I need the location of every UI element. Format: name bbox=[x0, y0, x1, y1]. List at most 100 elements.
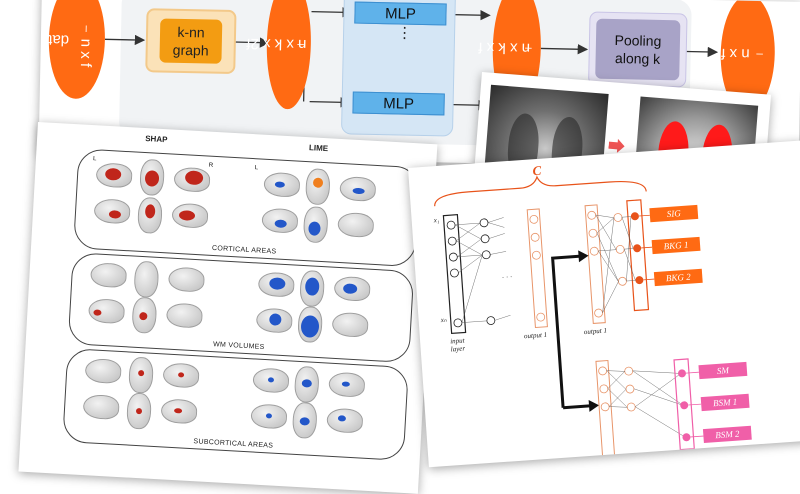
lime-header: LIME bbox=[308, 143, 329, 154]
subcortical-areas-label: SUBCORTICAL AREAS bbox=[193, 438, 274, 450]
brain-view bbox=[333, 275, 371, 302]
output1-label-b: output 1 bbox=[583, 326, 608, 337]
brain-view bbox=[136, 196, 163, 235]
activation-region bbox=[274, 219, 287, 229]
brain-view bbox=[95, 162, 133, 189]
input-bottom-label: xₙ bbox=[440, 315, 447, 325]
brain-view bbox=[331, 311, 369, 338]
brain-view bbox=[165, 302, 204, 329]
brain-view bbox=[326, 407, 364, 434]
output-node-label: n x f bbox=[720, 44, 750, 63]
input-layer-line-2: layer bbox=[450, 344, 466, 354]
brain-view bbox=[162, 362, 200, 389]
cortical-section: L R L CORTICAL AREAS bbox=[73, 148, 421, 268]
brain-view bbox=[82, 393, 120, 420]
activation-region bbox=[267, 377, 275, 383]
activation-region bbox=[301, 379, 313, 388]
activation-region bbox=[300, 315, 320, 338]
activation-region bbox=[265, 413, 273, 419]
edge-feature-label: n x k x 2f bbox=[246, 34, 307, 54]
wm-volumes-section: WM VOLUMES bbox=[67, 252, 415, 364]
brain-maps-card: SHAP LIME L R L CORTICAL AREAS bbox=[18, 122, 438, 494]
brain-view bbox=[167, 266, 206, 293]
activation-region bbox=[139, 311, 148, 321]
activation-region bbox=[144, 204, 156, 219]
mlp-output-label: n x k x f bbox=[478, 38, 531, 57]
brain-view bbox=[299, 269, 326, 308]
activation-region bbox=[274, 181, 286, 188]
subcortical-section: SUBCORTICAL AREAS bbox=[62, 347, 409, 461]
knn-line-1: k-nn bbox=[177, 23, 205, 41]
activation-region bbox=[269, 277, 286, 291]
output-node-subscript: l bbox=[754, 52, 765, 56]
activation-region bbox=[93, 309, 102, 316]
pooling-line-1: Pooling bbox=[614, 32, 662, 49]
activation-region bbox=[337, 415, 347, 422]
cortical-lime-left-marker: L bbox=[254, 165, 259, 172]
activation-region bbox=[184, 170, 204, 186]
activation-region bbox=[137, 369, 145, 377]
brain-view bbox=[250, 403, 288, 430]
brain-view bbox=[93, 198, 131, 225]
brain-view bbox=[173, 166, 211, 193]
activation-region bbox=[173, 408, 183, 414]
pooling-line-2: along k bbox=[614, 50, 661, 67]
activation-region bbox=[312, 177, 324, 188]
brain-view bbox=[261, 207, 299, 234]
activation-region bbox=[135, 407, 143, 415]
activation-region bbox=[104, 167, 122, 181]
activation-region bbox=[144, 170, 160, 187]
activation-region bbox=[269, 313, 282, 326]
brain-view bbox=[297, 305, 324, 344]
mlp-group: MLP ⋮ MLP bbox=[340, 0, 457, 137]
network-diagram bbox=[434, 175, 704, 462]
input-layer-label: input layer bbox=[450, 336, 465, 353]
activation-region bbox=[299, 417, 310, 426]
brain-view bbox=[128, 356, 155, 394]
brain-view bbox=[339, 175, 377, 202]
activation-region bbox=[304, 277, 320, 296]
brain-view bbox=[84, 358, 122, 385]
cortical-left-marker: L bbox=[92, 156, 97, 163]
input-top-label: x₁ bbox=[433, 215, 440, 225]
mlp-top-block: MLP bbox=[354, 1, 447, 26]
brain-view bbox=[304, 168, 331, 206]
brain-view bbox=[291, 401, 318, 439]
brain-view bbox=[133, 260, 160, 298]
brain-view bbox=[293, 365, 320, 404]
activation-region bbox=[342, 283, 358, 295]
brain-view bbox=[89, 262, 128, 289]
brain-view bbox=[87, 298, 126, 325]
brain-view bbox=[257, 271, 295, 298]
brace-label: C bbox=[531, 162, 542, 179]
brain-view bbox=[337, 211, 375, 238]
brain-view bbox=[263, 171, 301, 198]
cortical-right-marker: R bbox=[208, 162, 214, 169]
brain-view bbox=[131, 296, 158, 334]
brain-view bbox=[328, 371, 366, 398]
mlp-bottom-block: MLP bbox=[352, 91, 445, 116]
activation-region bbox=[177, 372, 185, 378]
transform-arrow-icon bbox=[608, 138, 625, 153]
network-card: C x₁ xₙ input layer output 1 output 1 · … bbox=[408, 140, 800, 468]
mlp-ellipsis: ⋮ bbox=[396, 24, 413, 42]
brain-view bbox=[160, 398, 198, 425]
shap-header: SHAP bbox=[144, 134, 168, 145]
brain-view bbox=[255, 307, 293, 334]
data-node-subscript: l bbox=[85, 22, 88, 33]
brain-view bbox=[139, 158, 166, 197]
brain-view bbox=[252, 367, 290, 394]
brain-view bbox=[126, 392, 153, 430]
data-node-shape-text: n x f bbox=[77, 38, 95, 67]
brain-view bbox=[302, 206, 329, 244]
layer-ellipsis: · · · bbox=[501, 272, 513, 282]
data-node-shape: n x f l bbox=[71, 18, 101, 67]
data-node-label: data bbox=[40, 30, 70, 49]
output1-label-a: output 1 bbox=[523, 330, 548, 341]
activation-region bbox=[308, 221, 321, 236]
